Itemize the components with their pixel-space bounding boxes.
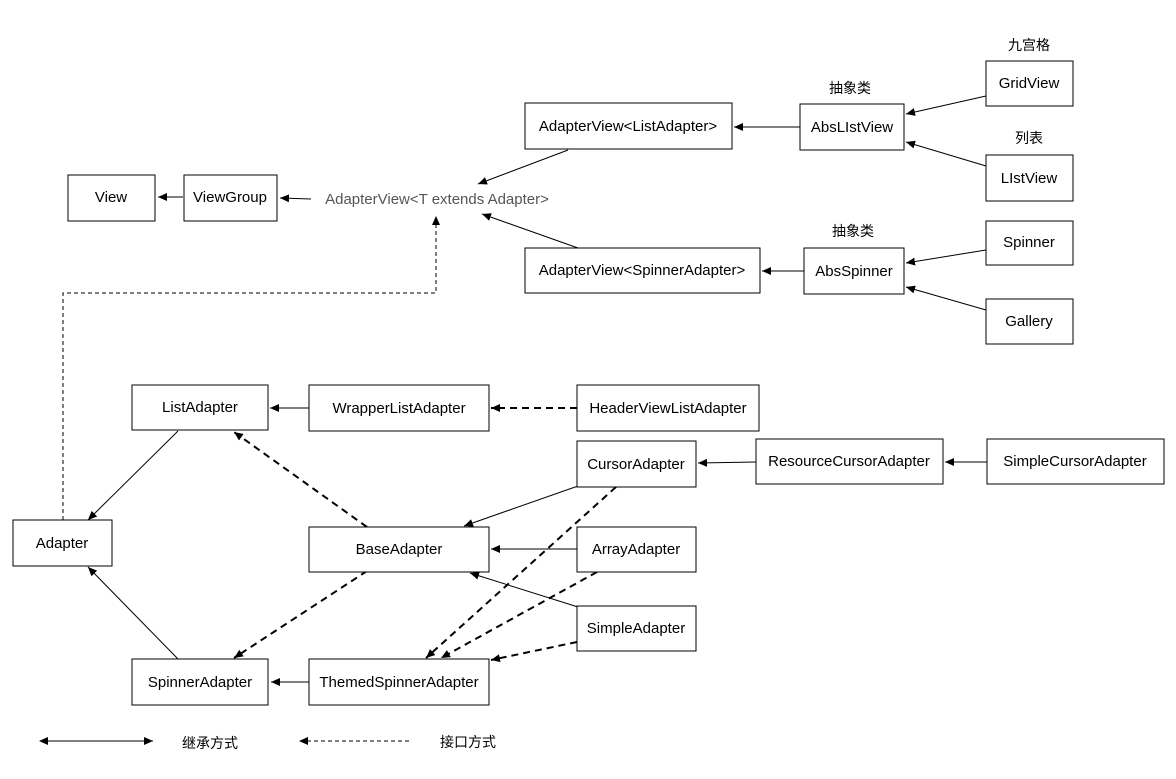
listview-note: 列表: [1015, 131, 1043, 147]
node-headerviewlistadapter: HeaderViewListAdapter: [576, 384, 760, 432]
node-cursoradapter: CursorAdapter: [576, 440, 697, 488]
node-abslistview: AbsLIstView: [799, 103, 905, 151]
node-gridview: GridView: [985, 60, 1074, 107]
abslistview-note: 抽象类: [829, 81, 871, 97]
edge-cursoradapter-to-baseadapter: [463, 485, 579, 527]
edges: [62, 95, 987, 686]
node-listview: LIstView: [985, 154, 1074, 202]
edge-baseadapter-to-listadapter: [233, 431, 368, 528]
edge-simpleadapter-to-themedspinneradapter: [490, 641, 578, 663]
edge-listview-to-abslistview: [905, 140, 987, 167]
legend-inherit-label: 继承方式: [182, 736, 238, 752]
node-simplecursoradapter: SimpleCursorAdapter: [986, 438, 1165, 485]
edge-baseadapter-to-spinneradapter: [233, 570, 368, 659]
node-viewgroup: ViewGroup: [183, 174, 278, 222]
node-gallery: Gallery: [985, 298, 1074, 345]
node-baseadapter: BaseAdapter: [308, 526, 490, 573]
node-spinneradapter-label: SpinnerAdapter: [148, 674, 252, 691]
node-spinneradapter: SpinnerAdapter: [131, 658, 269, 706]
gridview-note: 九宫格: [1008, 38, 1050, 54]
absspinner-note: 抽象类: [832, 224, 874, 240]
node-adapterview-list: AdapterView<ListAdapter>: [524, 102, 733, 150]
node-resourcecursoradapter-label: ResourceCursorAdapter: [768, 453, 930, 470]
node-adapter-label: Adapter: [36, 535, 89, 552]
legend-interface-label: 接口方式: [440, 734, 496, 751]
node-gallery-label: Gallery: [1005, 313, 1053, 330]
node-adapterview-generic-label: AdapterView<T extends Adapter>: [325, 191, 549, 208]
node-simpleadapter-label: SimpleAdapter: [587, 620, 685, 637]
node-wrapperlistadapter: WrapperListAdapter: [308, 384, 490, 432]
node-adapterview-spinner: AdapterView<SpinnerAdapter>: [524, 247, 761, 294]
edge-listadapter-to-adapter: [87, 430, 179, 521]
edge-spinner-to-absspinner: [905, 249, 987, 266]
node-abslistview-label: AbsLIstView: [811, 119, 893, 136]
node-simplecursoradapter-label: SimpleCursorAdapter: [1003, 453, 1146, 470]
edge-spinneradapter-to-adapter: [87, 566, 179, 660]
node-view-label: View: [95, 189, 127, 206]
node-cursoradapter-label: CursorAdapter: [587, 456, 685, 473]
node-spinner: Spinner: [985, 220, 1074, 266]
node-wrapperlistadapter-label: WrapperListAdapter: [332, 400, 465, 417]
node-viewgroup-label: ViewGroup: [193, 189, 267, 206]
edge-cursoradapter-to-themedspinneradapter: [425, 486, 617, 659]
edge-adapter-to-adapterview-generic: [62, 216, 440, 520]
node-arrayadapter: ArrayAdapter: [576, 526, 697, 573]
node-absspinner: AbsSpinner: [803, 247, 905, 295]
edge-adapterview-to-viewgroup: [279, 194, 312, 203]
node-listview-label: LIstView: [1001, 170, 1058, 187]
node-listadapter: ListAdapter: [131, 384, 269, 431]
edge-gallery-to-absspinner: [905, 285, 987, 311]
edge-arrayadapter-to-themedspinneradapter: [440, 571, 598, 659]
edge-resourcecursoradapter-to-cursoradapter: [697, 458, 757, 467]
node-listadapter-label: ListAdapter: [162, 399, 238, 416]
legend: 继承方式 接口方式: [39, 734, 496, 752]
node-themedspinneradapter: ThemedSpinnerAdapter: [308, 658, 490, 706]
node-view: View: [67, 174, 156, 222]
edge-adapterview-list-to-generic: [477, 149, 569, 185]
node-simpleadapter: SimpleAdapter: [576, 605, 697, 652]
node-arrayadapter-label: ArrayAdapter: [592, 541, 680, 558]
edge-gridview-to-abslistview: [905, 95, 987, 116]
node-adapterview-spinner-label: AdapterView<SpinnerAdapter>: [539, 262, 746, 279]
node-absspinner-label: AbsSpinner: [815, 263, 893, 280]
node-gridview-label: GridView: [999, 75, 1060, 92]
node-themedspinneradapter-label: ThemedSpinnerAdapter: [319, 674, 478, 691]
edge-adapterview-spinner-to-generic: [481, 213, 579, 249]
edge-simpleadapter-to-baseadapter: [469, 571, 579, 608]
node-spinner-label: Spinner: [1003, 234, 1055, 251]
node-adapterview-list-label: AdapterView<ListAdapter>: [539, 118, 717, 135]
node-resourcecursoradapter: ResourceCursorAdapter: [755, 438, 944, 485]
node-headerviewlistadapter-label: HeaderViewListAdapter: [589, 400, 746, 417]
node-adapter: Adapter: [12, 519, 113, 567]
node-baseadapter-label: BaseAdapter: [356, 541, 443, 558]
